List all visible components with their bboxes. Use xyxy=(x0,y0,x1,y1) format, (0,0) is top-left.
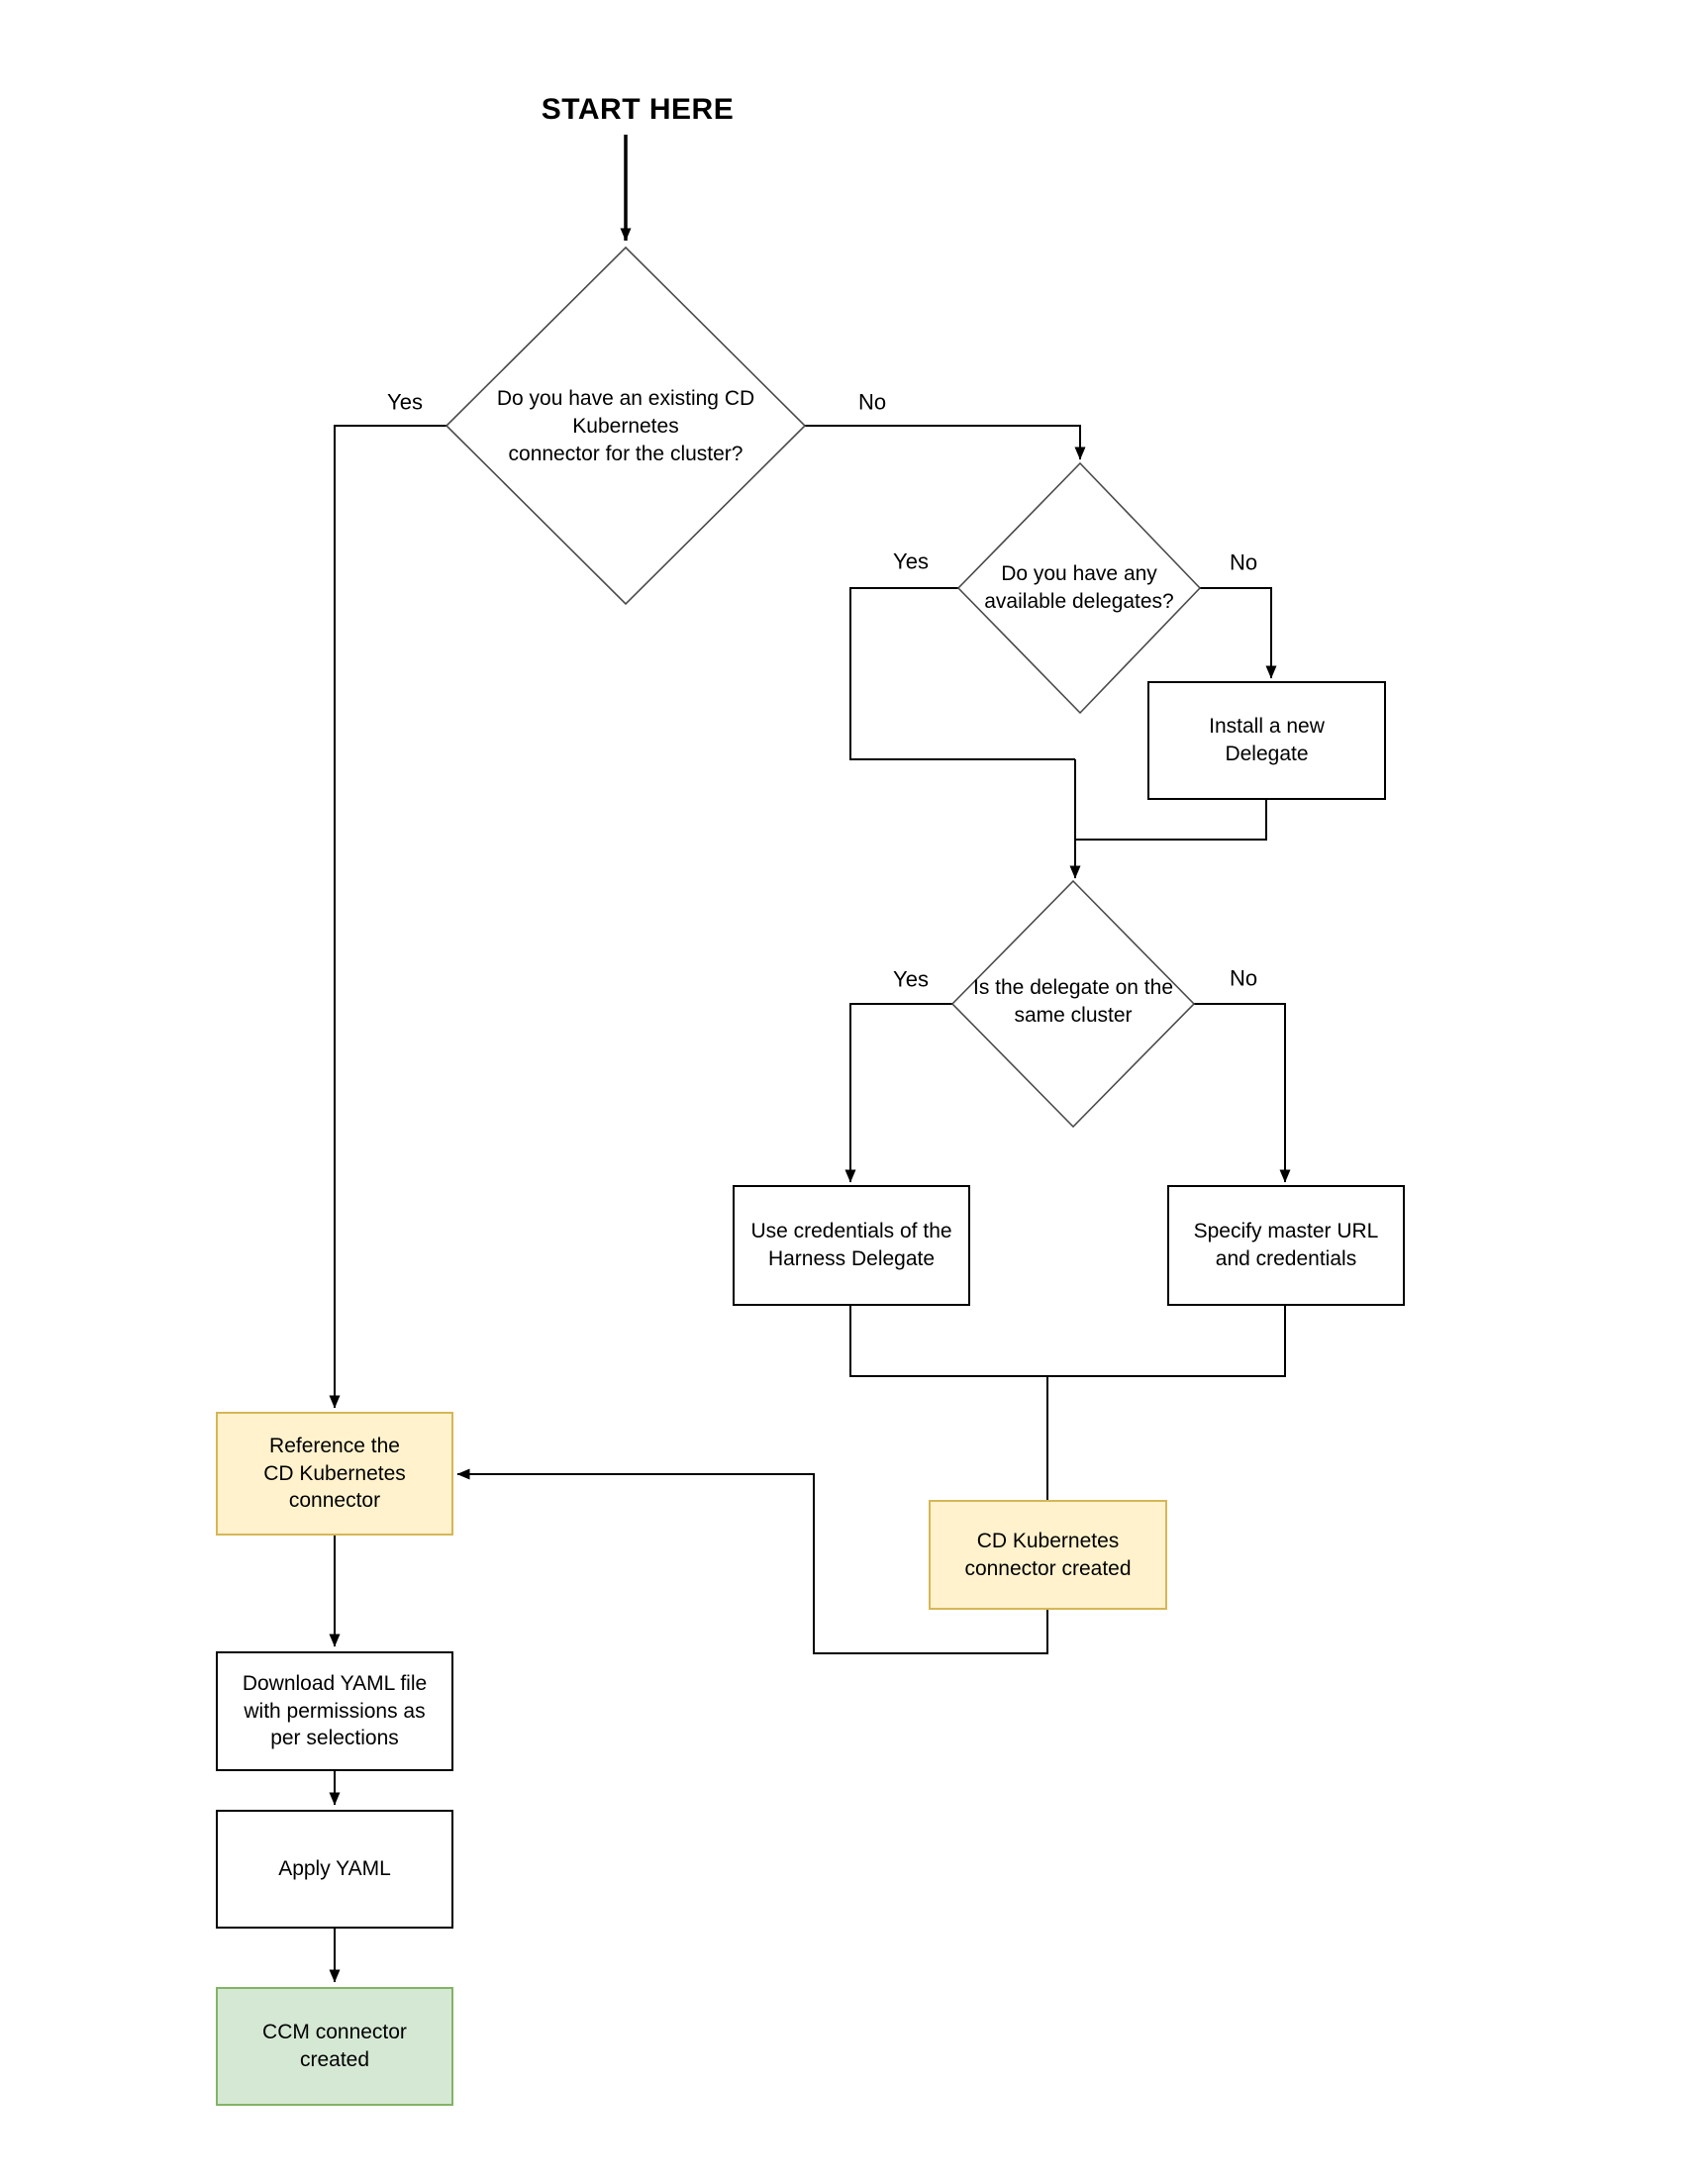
edge-delegates-yes xyxy=(849,587,1075,760)
node-install-new-delegate: Install a new Delegate xyxy=(1147,681,1386,800)
node-specify-master-url-label: Specify master URL and credentials xyxy=(1193,1220,1379,1270)
decision-available-delegates-label: Do you have any available delegates? xyxy=(984,562,1174,613)
edge-delegates-no-to-install xyxy=(1200,587,1277,679)
edge-label-same-cluster-yes: Yes xyxy=(893,966,929,992)
edge-label-delegates-yes: Yes xyxy=(893,548,929,574)
decision-existing-connector-label: Do you have an existing CD Kubernetes co… xyxy=(496,387,755,465)
edge-existing-no-to-delegates-decision xyxy=(805,425,1086,460)
node-use-credentials-label: Use credentials of the Harness Delegate xyxy=(750,1220,952,1270)
node-cd-connector-created-label: CD Kubernetes connector created xyxy=(964,1529,1132,1580)
start-here-title: START HERE xyxy=(541,93,735,127)
edge-existing-yes-to-reference xyxy=(329,425,446,1409)
node-ccm-connector-created: CCM connector created xyxy=(216,1987,453,2106)
node-reference-connector: Reference the CD Kubernetes connector xyxy=(216,1412,453,1536)
edge-same-cluster-yes-to-use-credentials xyxy=(844,1003,952,1183)
edge-label-same-cluster-no: No xyxy=(1229,965,1258,991)
node-ccm-connector-created-label: CCM connector created xyxy=(262,2021,407,2071)
node-install-new-delegate-label: Install a new Delegate xyxy=(1209,715,1325,765)
decision-diamond-existing-connector xyxy=(445,246,807,606)
edge-label-existing-yes: Yes xyxy=(387,389,423,415)
decision-diamond-same-cluster xyxy=(950,879,1196,1129)
edge-label-existing-no: No xyxy=(857,389,887,415)
edge-credentials-merge-to-created xyxy=(849,1306,1286,1500)
node-apply-yaml: Apply YAML xyxy=(216,1810,453,1929)
edge-created-return-to-reference xyxy=(456,1468,1048,1654)
edge-install-out-merge xyxy=(1075,800,1267,841)
decision-same-cluster-label: Is the delegate on the same cluster xyxy=(973,976,1173,1027)
node-reference-connector-label: Reference the CD Kubernetes connector xyxy=(263,1434,406,1513)
node-apply-yaml-label: Apply YAML xyxy=(278,1857,391,1881)
node-download-yaml: Download YAML file with permissions as p… xyxy=(216,1651,453,1771)
decision-diamond-available-delegates xyxy=(956,461,1202,715)
node-use-credentials: Use credentials of the Harness Delegate xyxy=(733,1185,970,1306)
edge-label-delegates-no: No xyxy=(1229,549,1258,575)
edge-same-cluster-no-to-specify-url xyxy=(1194,1003,1291,1183)
node-cd-connector-created: CD Kubernetes connector created xyxy=(929,1500,1167,1610)
node-specify-master-url: Specify master URL and credentials xyxy=(1167,1185,1405,1306)
node-download-yaml-label: Download YAML file with permissions as p… xyxy=(242,1671,428,1750)
